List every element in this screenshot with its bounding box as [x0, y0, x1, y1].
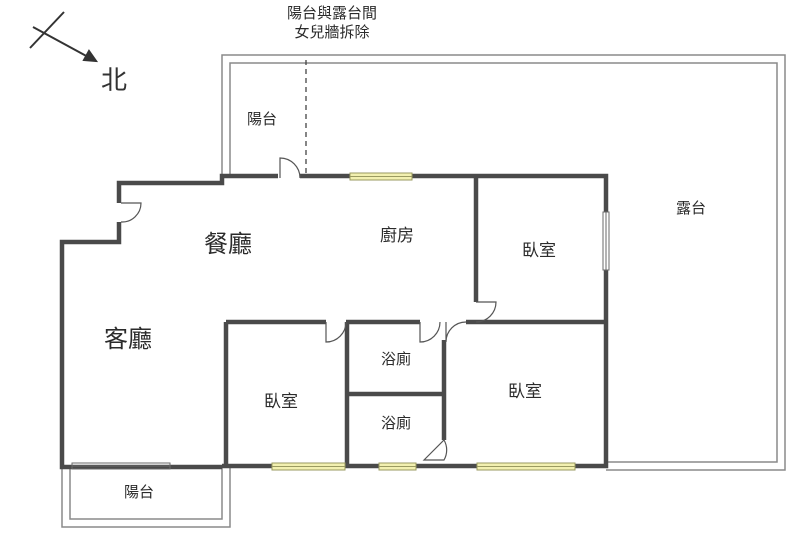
room-label-living: 客廳 [104, 325, 152, 353]
door-bedroom-sw [325, 321, 347, 343]
balcony-bottom-outline [61, 467, 231, 528]
door-balcony-top [279, 157, 301, 179]
north-arrow-icon [29, 11, 99, 63]
room-label-terrace: 露台 [676, 199, 707, 217]
door-swings [120, 157, 497, 461]
terrace-outline [221, 54, 786, 471]
room-label-bedroom-sw: 臥室 [264, 392, 298, 412]
room-label-kitchen: 廚房 [380, 226, 414, 246]
removed-parapet-note: 陽台與露台間 女兒牆拆除 [262, 4, 402, 42]
room-label-bath-upper: 浴廁 [381, 350, 412, 368]
interior-walls [223, 178, 606, 466]
room-label-dining: 餐廳 [204, 230, 252, 258]
removed-parapet-note-line2: 女兒牆拆除 [294, 23, 370, 41]
room-label-balcony-bottom: 陽台 [124, 483, 155, 501]
door-bath-upper [419, 321, 441, 343]
door-bedroom-ne [475, 301, 497, 323]
room-label-bedroom-se: 臥室 [508, 382, 542, 402]
door-entry [120, 202, 142, 223]
north-label: 北 [101, 66, 128, 96]
room-label-balcony-top: 陽台 [247, 110, 278, 128]
room-label-bedroom-ne: 臥室 [522, 241, 556, 261]
sliding-doors [71, 211, 610, 470]
windows [271, 172, 576, 471]
door-bath-lower [422, 439, 448, 461]
room-label-bath-lower: 浴廁 [381, 414, 412, 432]
removed-parapet-note-line1: 陽台與露台間 [286, 4, 377, 22]
door-bedroom-se [445, 321, 467, 343]
